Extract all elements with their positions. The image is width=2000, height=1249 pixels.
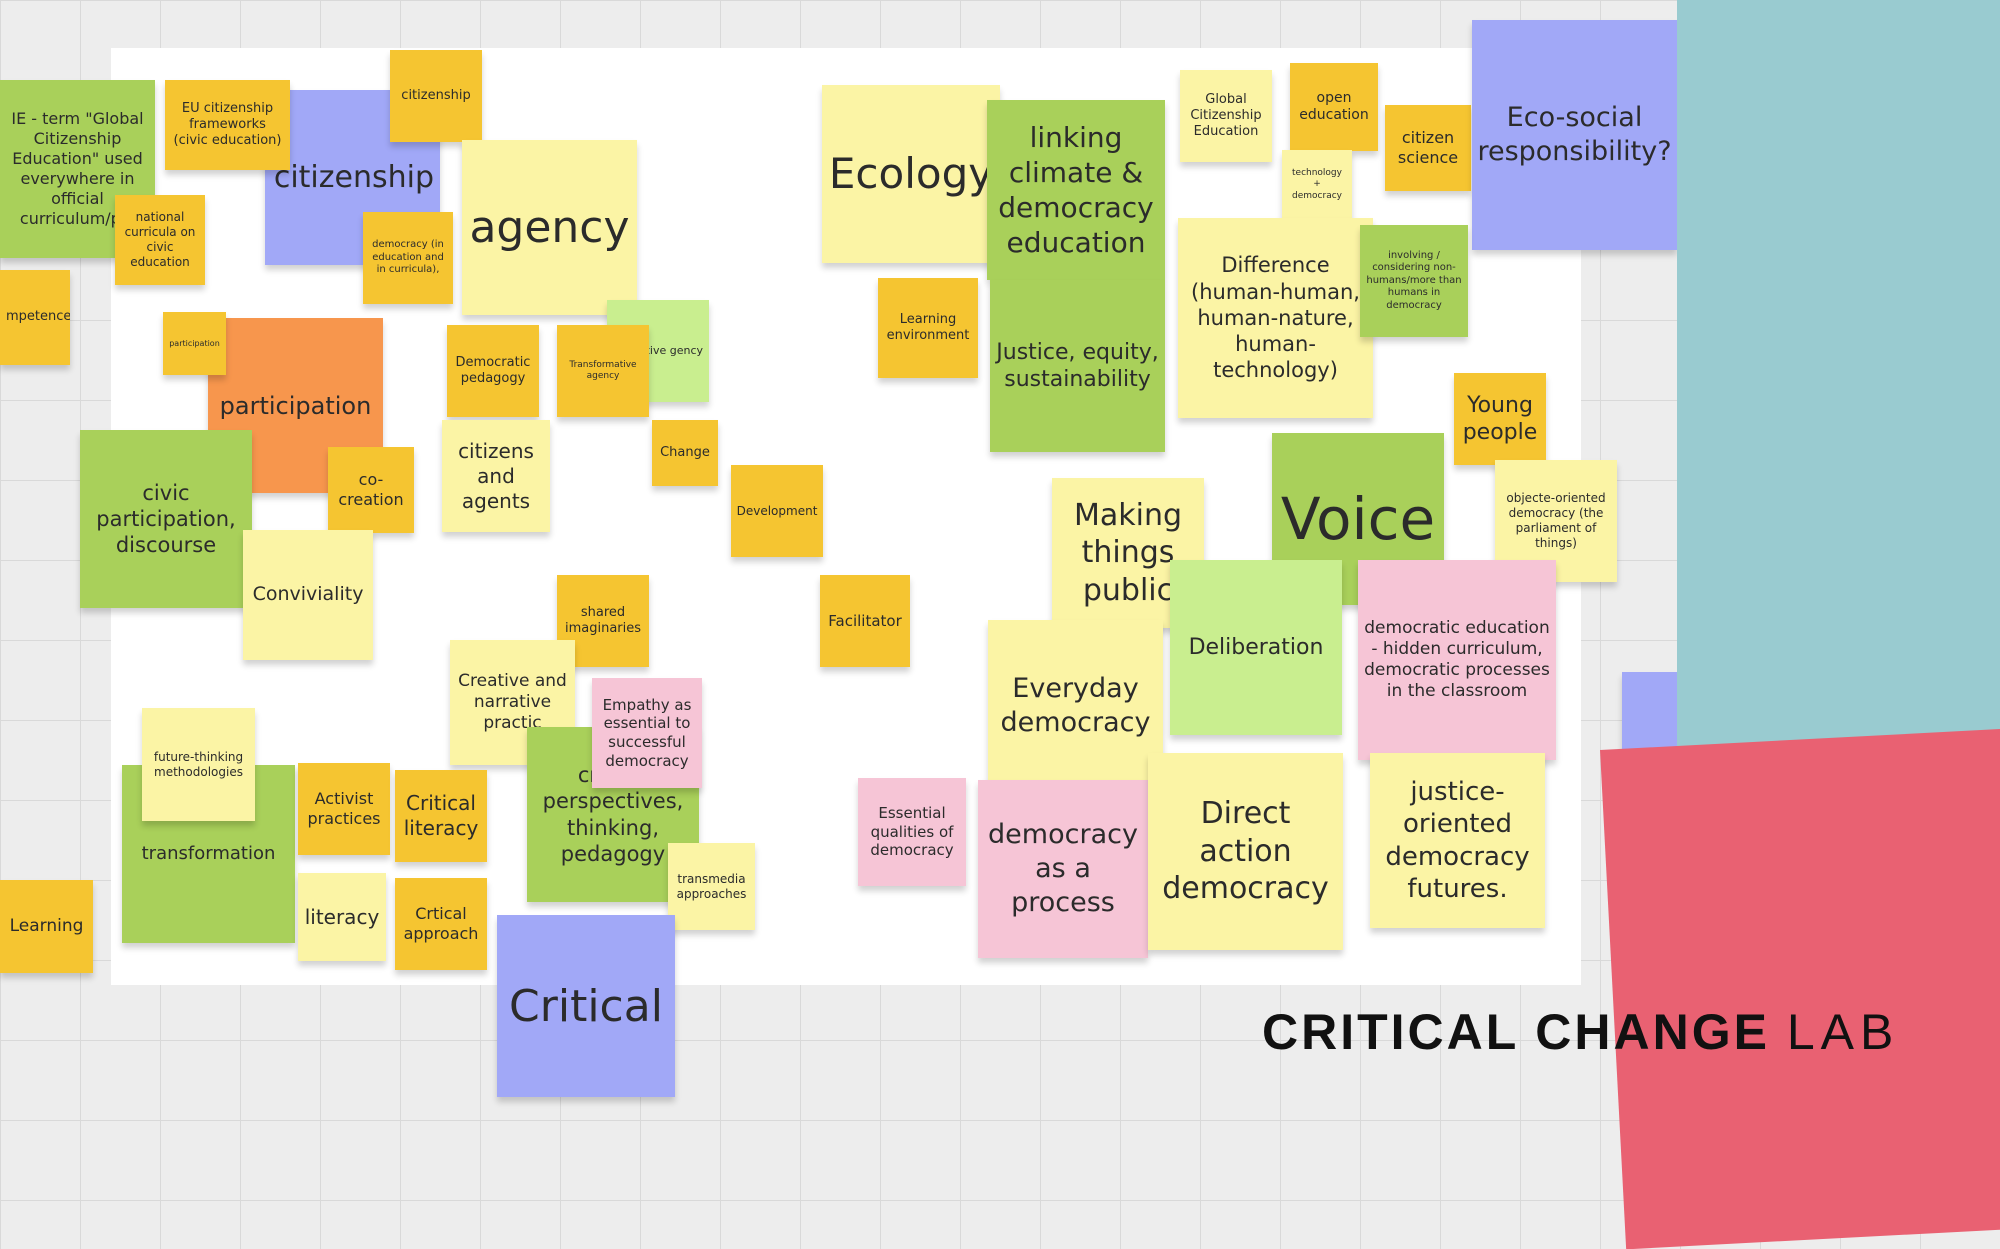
- sticky-ecology[interactable]: Ecology: [822, 85, 1000, 263]
- sticky-citizen-science[interactable]: citizen science: [1385, 105, 1471, 191]
- sticky-justice-oriented[interactable]: justice-oriented democracy futures.: [1370, 753, 1545, 928]
- sticky-justice-equity[interactable]: Justice, equity, sustainability: [990, 280, 1165, 452]
- sticky-democratic-pedagogy[interactable]: Democratic pedagogy: [447, 325, 539, 417]
- sticky-civic-participation[interactable]: civic participation, discourse: [80, 430, 252, 608]
- sticky-democratic-hidden[interactable]: democratic education - hidden curriculum…: [1358, 560, 1556, 760]
- sticky-open-education[interactable]: open education: [1290, 63, 1378, 151]
- sticky-competence[interactable]: mpetence: [0, 270, 70, 365]
- sticky-transmedia[interactable]: transmedia approaches: [668, 843, 755, 930]
- sticky-facilitator[interactable]: Facilitator: [820, 575, 910, 667]
- sticky-young-people[interactable]: Young people: [1454, 373, 1546, 465]
- sticky-critical-literacy[interactable]: Critical literacy: [395, 770, 487, 862]
- sticky-non-humans[interactable]: involving / considering non-humans/more …: [1360, 225, 1468, 337]
- sticky-technology-democracy[interactable]: technology + democracy: [1282, 150, 1352, 220]
- sticky-difference[interactable]: Difference (human-human, human-nature, h…: [1178, 218, 1373, 418]
- critical-change-lab-logo: CRITICAL CHANGE LAB: [1262, 1003, 1899, 1061]
- sticky-eco-social[interactable]: Eco-social responsibility?: [1472, 20, 1677, 250]
- sticky-future-thinking[interactable]: future-thinking methodologies: [142, 708, 255, 821]
- sticky-conviviality[interactable]: Conviviality: [243, 530, 373, 660]
- sticky-participation-small[interactable]: participation: [163, 312, 226, 375]
- sticky-everyday-democracy[interactable]: Everyday democracy: [988, 620, 1163, 792]
- sticky-democracy-in-education[interactable]: democracy (in education and in curricula…: [363, 212, 453, 304]
- logo-main-text: CRITICAL CHANGE: [1262, 1004, 1770, 1060]
- red-decor-panel: [1600, 723, 2000, 1249]
- sticky-direct-action[interactable]: Direct action democracy: [1148, 753, 1343, 950]
- sticky-activist-practices[interactable]: Activist practices: [298, 763, 390, 855]
- sticky-making-public[interactable]: Making things public: [1052, 478, 1204, 628]
- sticky-democracy-process[interactable]: democracy as a process: [978, 780, 1148, 958]
- sticky-citizens-and-agents[interactable]: citizens and agents: [442, 420, 550, 532]
- sticky-co-creation[interactable]: co-creation: [328, 447, 414, 533]
- sticky-crtical-approach[interactable]: Crtical approach: [395, 878, 487, 970]
- sticky-linking-climate[interactable]: linking climate & democracy education: [987, 100, 1165, 280]
- sticky-citizenship-small[interactable]: citizenship: [390, 50, 482, 142]
- sticky-transformative-agency[interactable]: Transformative agency: [557, 325, 649, 417]
- sticky-critical[interactable]: Critical: [497, 915, 675, 1097]
- sticky-global-citizenship[interactable]: Global Citizenship Education: [1180, 70, 1272, 162]
- sticky-learning-environment[interactable]: Learning environment: [878, 278, 978, 378]
- logo-lab-text: LAB: [1786, 1004, 1900, 1060]
- sticky-empathy[interactable]: Empathy as essential to successful democ…: [592, 678, 702, 788]
- sticky-learning[interactable]: Learning: [0, 880, 93, 973]
- sticky-eu-citizenship[interactable]: EU citizenship frameworks (civic educati…: [165, 80, 290, 170]
- sticky-literacy[interactable]: literacy: [298, 873, 386, 961]
- sticky-national-curricula[interactable]: national curricula on civic education: [115, 195, 205, 285]
- sticky-change[interactable]: Change: [652, 420, 718, 486]
- sticky-deliberation[interactable]: Deliberation: [1170, 560, 1342, 735]
- sticky-essential-qualities[interactable]: Essential qualities of democracy: [858, 778, 966, 886]
- sticky-development[interactable]: Development: [731, 465, 823, 557]
- sticky-objecte-oriented[interactable]: objecte-oriented democracy (the parliame…: [1495, 460, 1617, 582]
- sticky-agency[interactable]: agency: [462, 140, 637, 315]
